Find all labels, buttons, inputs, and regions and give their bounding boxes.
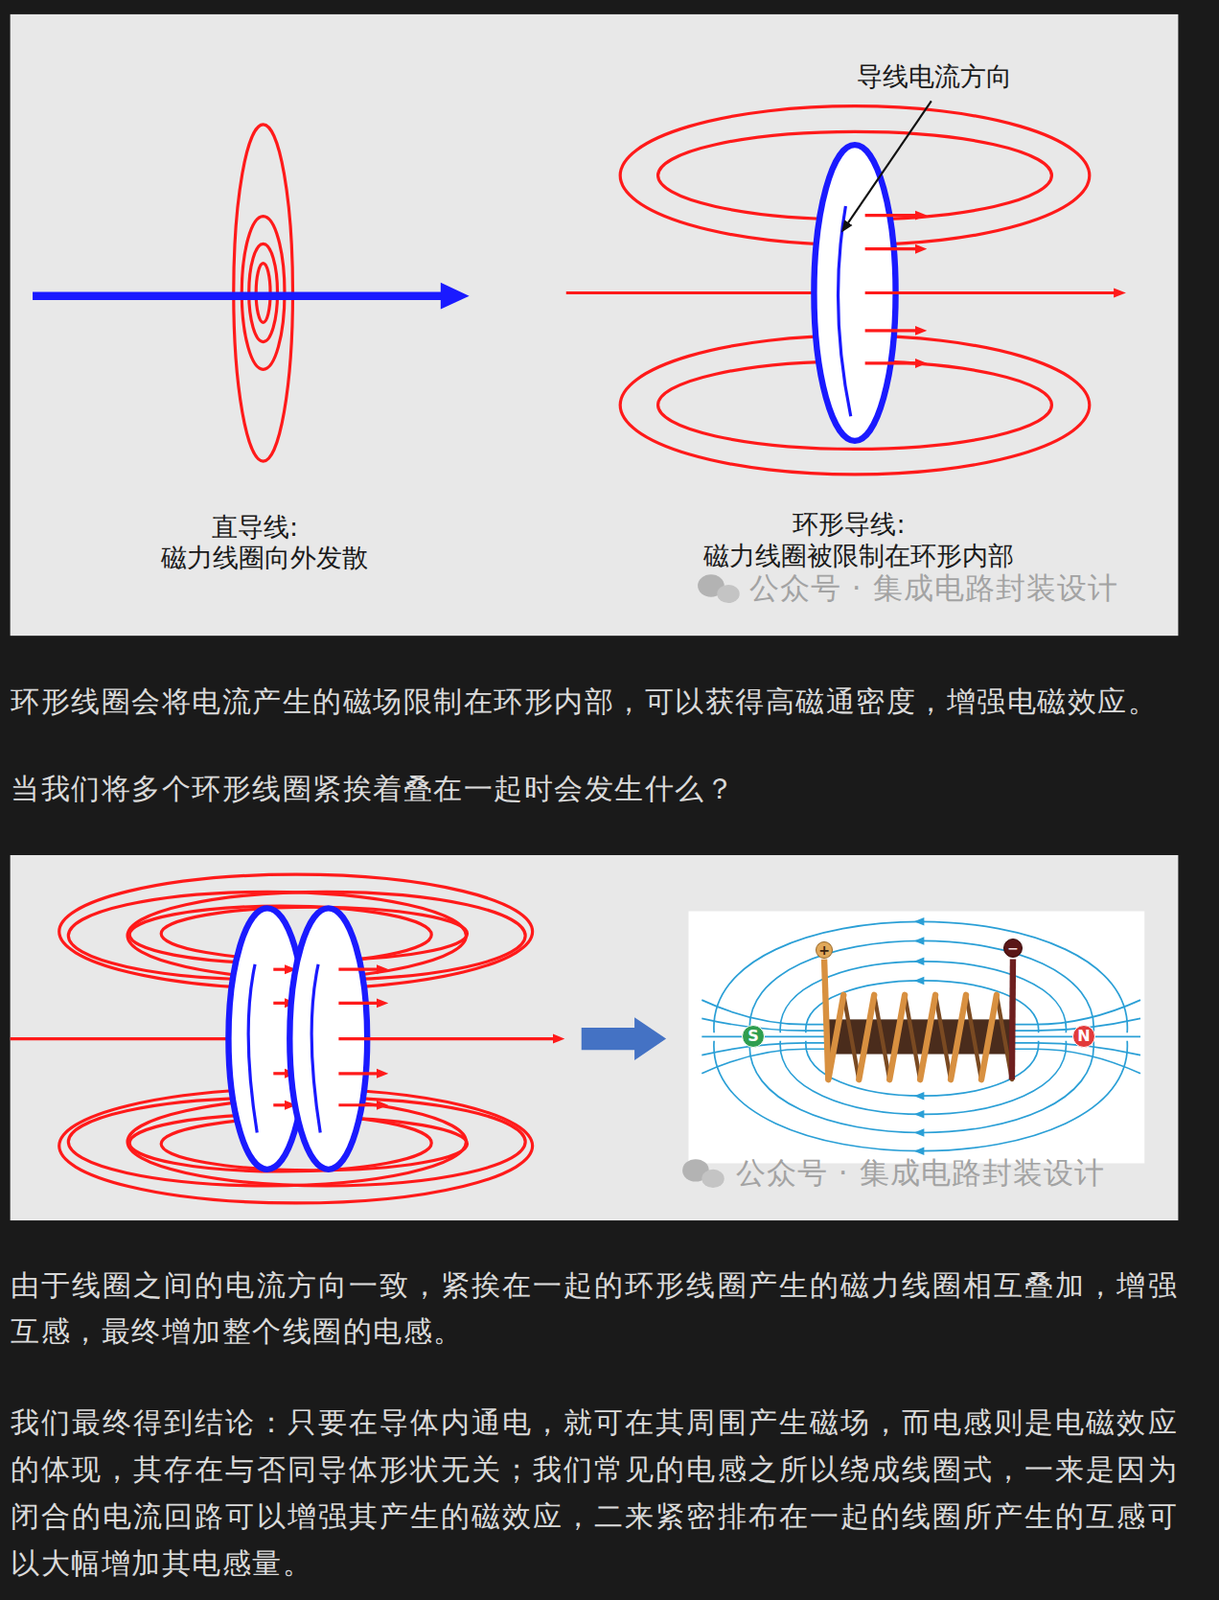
node-text: + xyxy=(818,943,830,957)
terminal-symbol: + xyxy=(815,941,833,959)
figure-panel xyxy=(10,14,1179,636)
node-text: S xyxy=(747,1028,759,1044)
current-arrow-head xyxy=(440,282,470,310)
pole-marker: S xyxy=(741,1024,765,1048)
field-axis xyxy=(10,1036,231,1040)
field-arrow xyxy=(914,917,925,926)
field-arrow xyxy=(338,967,377,971)
node-text: N xyxy=(1077,1028,1090,1044)
label-holder: 由于线圈之间的电流方向一致，紧挨在一起的环形线圈产生的磁力线圈相互叠加，增强互感… xyxy=(10,1262,1178,1355)
label-holder: 直导线: xyxy=(211,511,299,543)
figure-panel xyxy=(10,854,1179,1220)
field-arrow xyxy=(273,967,286,971)
field-arrows xyxy=(273,968,286,1105)
label-holder: 环形导线: xyxy=(792,508,905,540)
field-axis-arrow xyxy=(865,291,1116,295)
field-arrow xyxy=(914,1109,925,1119)
field-arrow xyxy=(914,1127,925,1137)
field-arrows xyxy=(865,215,1116,364)
wechat-icon xyxy=(697,574,740,603)
field-line xyxy=(713,1040,1127,1151)
figure-group xyxy=(10,14,1179,1220)
node-text: − xyxy=(1007,941,1019,955)
paragraph: 由于线圈之间的电流方向一致，紧挨在一起的环形线圈产生的磁力线圈相互叠加，增强互感… xyxy=(10,1262,1178,1355)
field-arrow xyxy=(865,361,917,365)
current-direction xyxy=(838,206,851,416)
label-holder: 当我们将多个环形线圈紧挨着叠在一起时会发生什么？ xyxy=(10,765,1178,812)
field-arrow xyxy=(914,1091,925,1101)
label-holder: 我们最终得到结论：只要在导体内通电，就可在其周围产生磁场，而电感则是电磁效应的体… xyxy=(10,1398,1178,1587)
field-arrow xyxy=(865,247,917,251)
paragraph: 当我们将多个环形线圈紧挨着叠在一起时会发生什么？ xyxy=(10,765,1178,812)
pole-marker: N xyxy=(1072,1024,1096,1048)
field-arrow xyxy=(338,1071,377,1075)
label-holder: 导线电流方向 xyxy=(856,61,1012,92)
paragraph: 环形线圈会将电流产生的磁场限制在环形内部，可以获得高磁通密度，增强电磁效应。 xyxy=(10,678,1178,725)
figure-label: 直导线: xyxy=(211,511,299,543)
block-arrow xyxy=(581,1016,667,1060)
leader-line xyxy=(848,100,932,224)
field-arrow xyxy=(273,1071,286,1075)
field-arrow xyxy=(914,936,925,945)
icon-bubble xyxy=(701,1169,724,1188)
figure-label: 磁力线圈被限制在环形内部 xyxy=(703,540,1014,572)
field-arrow xyxy=(914,976,925,986)
watermark: 公众号 · 集成电路封装设计 xyxy=(736,1154,1105,1191)
field-arrow xyxy=(338,1001,377,1005)
coil-front xyxy=(828,994,997,1080)
field-arrow xyxy=(914,1146,925,1155)
field-arrow xyxy=(865,328,917,332)
wechat-icon xyxy=(682,1158,725,1188)
label-holder: 环形线圈会将电流产生的磁场限制在环形内部，可以获得高磁通密度，增强电磁效应。 xyxy=(10,678,1178,725)
figure-label: 磁力线圈向外发散 xyxy=(161,542,368,574)
inductor-picture xyxy=(688,911,1145,1164)
field-arrow xyxy=(914,956,925,966)
current-direction xyxy=(311,964,321,1133)
current-direction xyxy=(248,964,257,1133)
paragraph: 我们最终得到结论：只要在导体内通电，就可在其周围产生磁场，而电感则是电磁效应的体… xyxy=(10,1398,1178,1587)
field-axis-arrow xyxy=(338,1036,554,1040)
negative-lead xyxy=(1012,959,1013,1081)
ring-field xyxy=(566,106,1090,475)
icon-bubble xyxy=(716,584,739,603)
field-arrow xyxy=(865,213,917,217)
field-arrow xyxy=(273,1001,286,1005)
callout-label: 导线电流方向 xyxy=(856,61,1012,92)
field-arrow xyxy=(273,1103,286,1106)
field-line xyxy=(749,940,1094,1033)
field-axis xyxy=(566,291,817,295)
terminal-symbol: − xyxy=(1003,938,1023,958)
label-holder: 公众号 · 集成电路封装设计 xyxy=(749,570,1119,606)
straight-wire xyxy=(32,291,445,300)
label-holder: 公众号 · 集成电路封装设计 xyxy=(736,1154,1105,1191)
field-line xyxy=(713,920,1127,1033)
field-arrows xyxy=(338,968,554,1105)
figure-label: 环形导线: xyxy=(792,508,905,540)
positive-lead xyxy=(824,959,828,1081)
inductor-field xyxy=(701,920,1141,1150)
label-holder: 磁力线圈向外发散 xyxy=(161,542,368,574)
watermark: 公众号 · 集成电路封装设计 xyxy=(749,570,1119,606)
label-holder: 磁力线圈被限制在环形内部 xyxy=(703,540,1014,572)
field-arrow xyxy=(338,1103,377,1106)
